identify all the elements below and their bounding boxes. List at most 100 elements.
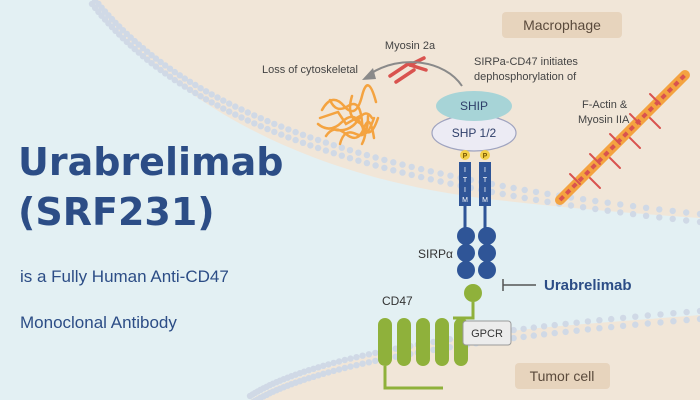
- membrane-dot: [499, 182, 506, 190]
- membrane-dot: [330, 150, 337, 157]
- membrane-dot: [551, 329, 558, 337]
- itim-letter: T: [483, 177, 488, 184]
- sirpa-domain: [478, 261, 496, 279]
- membrane-dot: [530, 324, 537, 331]
- phosphate-left: [460, 150, 470, 160]
- description-line1: is a Fully Human Anti-CD47: [20, 267, 229, 286]
- membrane-dot: [176, 80, 183, 87]
- membrane-dot: [632, 313, 639, 320]
- membrane-dot: [307, 134, 314, 141]
- shp-label: SHP 1/2: [452, 126, 497, 140]
- cd47-helix: [397, 318, 411, 366]
- curved-arrow-head: [362, 68, 376, 80]
- membrane-dot: [197, 85, 204, 92]
- itim-letter: I: [464, 187, 466, 194]
- membrane-dot: [257, 115, 264, 122]
- membrane-dot: [430, 338, 437, 346]
- membrane-dot: [642, 204, 650, 211]
- membrane-dot: [346, 147, 354, 154]
- membrane-dot: [427, 168, 434, 175]
- factin-label-line1: F-Actin &: [582, 99, 628, 111]
- membrane-dot: [285, 126, 292, 133]
- factin-label-line2: Myosin IIA: [578, 114, 630, 126]
- membrane-dot: [510, 326, 517, 334]
- membrane-dot: [292, 128, 299, 136]
- membrane-dot: [629, 202, 637, 210]
- membrane-dot: [617, 201, 624, 208]
- cd47-helix: [435, 318, 449, 366]
- membrane-dot: [157, 66, 164, 74]
- membrane-dot: [208, 99, 215, 106]
- membrane-dot: [271, 120, 278, 128]
- itim-letters-left: I T I M: [462, 167, 468, 204]
- membrane-dot: [347, 355, 354, 362]
- membrane-dot: [584, 326, 592, 333]
- membrane-dot: [604, 207, 611, 214]
- sirpa-domain: [457, 227, 475, 245]
- membrane-dot: [355, 149, 362, 156]
- membrane-dot: [139, 53, 147, 60]
- membrane-dot: [573, 319, 580, 326]
- membrane-dot: [353, 354, 360, 361]
- membrane-dot: [656, 206, 663, 213]
- membrane-dot: [656, 214, 663, 221]
- membrane-dot: [592, 197, 599, 205]
- gpcr-label: GPCR: [471, 328, 503, 340]
- membrane-dot: [447, 172, 454, 179]
- membrane-dot: [520, 333, 527, 341]
- membrane-dot: [365, 359, 373, 366]
- membrane-dot: [186, 78, 194, 86]
- sirpa-cd47-text-line2: dephosphorylation of: [474, 71, 577, 83]
- cd47-head: [464, 284, 482, 302]
- membrane-dot: [363, 151, 371, 159]
- membrane-dot: [162, 62, 169, 69]
- itim-letters-right: I T I M: [482, 167, 488, 204]
- membrane-dot: [271, 128, 278, 136]
- membrane-dot: [544, 190, 551, 197]
- membrane-dot: [579, 204, 587, 211]
- membrane-dot: [244, 117, 251, 124]
- membrane-dot: [320, 362, 327, 369]
- phosphate-left-label: P: [463, 153, 468, 160]
- membrane-dot: [530, 332, 537, 339]
- membrane-dot: [596, 317, 603, 324]
- membrane-dot: [544, 198, 551, 205]
- membrane-dot: [181, 83, 188, 90]
- membrane-dot: [567, 202, 575, 209]
- membrane-dot: [657, 319, 664, 326]
- cd47-helix: [416, 318, 430, 366]
- membrane-dot: [251, 112, 258, 119]
- urabrelimab-inhibition: [502, 279, 536, 291]
- tangled-actin-icon: [316, 84, 380, 146]
- membrane-dot: [381, 164, 388, 172]
- membrane-dot: [325, 361, 332, 368]
- urabrelimab-label: Urabrelimab: [544, 277, 632, 294]
- membrane-dot: [135, 49, 142, 56]
- sirpa-domain: [478, 227, 496, 245]
- itim-domain-left: [459, 162, 471, 206]
- itim-letter: M: [462, 197, 468, 204]
- membrane-dot: [322, 139, 330, 146]
- membrane-dot: [171, 68, 178, 76]
- membrane-dot: [197, 93, 204, 100]
- membrane-dot: [562, 328, 569, 336]
- membrane-dot: [629, 210, 637, 218]
- membrane-dot: [347, 363, 354, 370]
- membrane-dot: [520, 325, 527, 333]
- membrane-dot: [330, 142, 337, 149]
- membrane-dot: [696, 210, 700, 218]
- membrane-dot: [338, 144, 345, 151]
- phosphate-right-label: P: [483, 153, 488, 160]
- membrane-dot: [139, 45, 147, 52]
- membrane-dot: [399, 161, 406, 168]
- membrane-dot: [353, 362, 360, 369]
- membrane-dot: [152, 63, 160, 70]
- membrane-dot: [355, 157, 362, 164]
- membrane-dot: [148, 52, 155, 59]
- membrane-dot: [148, 60, 155, 67]
- cd47-tail: [383, 366, 443, 390]
- membrane-dot: [307, 142, 314, 149]
- membrane-dot: [315, 364, 322, 371]
- membrane-dot: [330, 367, 337, 375]
- membrane-dot: [372, 349, 379, 357]
